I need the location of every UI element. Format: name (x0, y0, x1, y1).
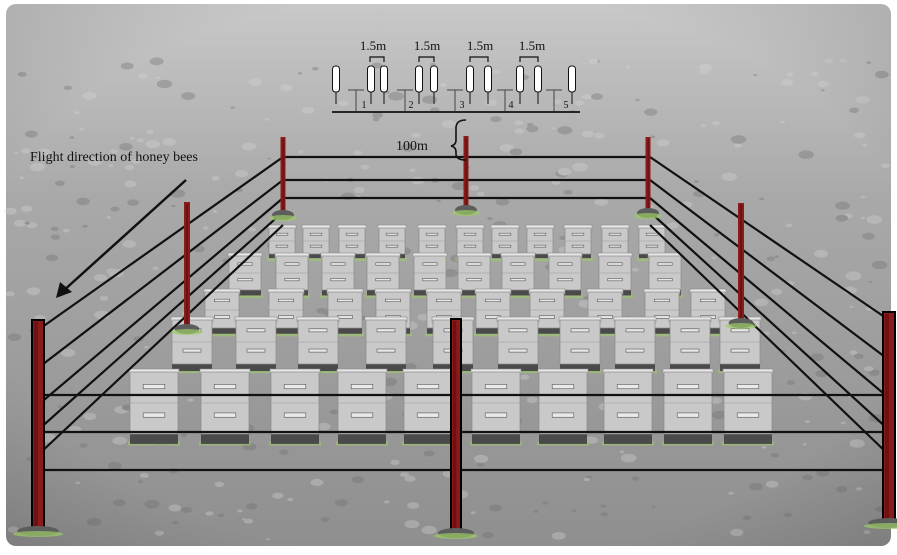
fence-wire-left (37, 156, 284, 331)
fence-post-icon (12, 319, 64, 537)
field-background (4, 4, 891, 546)
beehive-icon (234, 316, 278, 374)
fence-wire-right (649, 179, 890, 361)
trap-number-label: 3 (460, 100, 465, 111)
flight-direction-annotation: Flight direction of honey bees (30, 150, 198, 298)
trap-icon (568, 65, 576, 104)
beehive-icon (336, 368, 388, 446)
trap-icon (430, 65, 438, 104)
fence-wire-right (649, 224, 890, 456)
beehive-icon (455, 224, 485, 262)
fence-wire-right (649, 197, 890, 399)
beehive-icon (296, 316, 340, 374)
beehive-icon (474, 288, 512, 337)
beehive-icon (668, 316, 712, 374)
spacing-bracket (418, 56, 435, 62)
brace-icon (450, 119, 467, 161)
distance-annotation: 100m (396, 119, 467, 161)
beehive-icon (456, 252, 492, 299)
spacing-bracket (369, 56, 385, 62)
flight-direction-label: Flight direction of honey bees (30, 150, 198, 165)
trap-array: 1.5m 1.5m 1.5m 1.5m 1 2 3 4 5 (332, 38, 580, 113)
beehive-icon (199, 368, 251, 446)
trap-spacing-label: 1.5m (467, 38, 493, 53)
fence-wire-left (37, 224, 284, 456)
trap-icon (516, 65, 524, 104)
beehive-icon (402, 368, 454, 446)
trap-spacing-label: 1.5m (360, 38, 386, 53)
trap-spacing-label: 1.5m (519, 38, 545, 53)
fence-post-icon (452, 136, 480, 216)
arrow-icon (56, 179, 187, 298)
fence-wire-left (37, 179, 284, 369)
trap-icon (415, 65, 423, 104)
fence-wire-right (649, 211, 890, 431)
trap-number-label: 4 (509, 100, 514, 111)
beehive-icon (301, 224, 331, 262)
trap-spacing-label: 1.5m (414, 38, 440, 53)
trap-number-label: 5 (564, 100, 569, 111)
beehive-icon (722, 368, 774, 446)
fence-post-icon (863, 311, 897, 529)
distance-label: 100m (396, 139, 428, 154)
fence-posts (12, 136, 897, 539)
beehive-icon (470, 368, 522, 446)
hive-array (128, 224, 774, 446)
spacing-bracket (469, 56, 489, 62)
trap-icon (380, 65, 388, 104)
fence-wire-left (37, 197, 284, 406)
trap-icon (484, 65, 492, 104)
beehive-icon (269, 368, 321, 446)
fence-post-icon (725, 203, 757, 329)
fence-post-icon (634, 137, 662, 219)
fence-post-icon (171, 202, 203, 335)
trap-icon (466, 65, 474, 104)
beehive-icon (602, 368, 654, 446)
beehive-icon (563, 224, 593, 262)
trap-number-label: 2 (409, 100, 414, 111)
trap-icon (367, 65, 375, 104)
beehive-icon (662, 368, 714, 446)
beehive-icon (496, 316, 540, 374)
trap-icon (534, 65, 542, 104)
spacing-bracket (519, 56, 539, 62)
beehive-icon (558, 316, 602, 374)
trap-number-label: 1 (362, 100, 367, 111)
beehive-icon (203, 288, 241, 337)
beehive-icon (500, 252, 536, 299)
beehive-icon (525, 224, 555, 262)
fence-post-icon (434, 318, 478, 539)
beehive-icon (613, 316, 657, 374)
beehive-icon (128, 368, 180, 446)
fence-wire-right (649, 156, 890, 321)
trap-icon (332, 65, 340, 104)
beehive-icon (364, 316, 408, 374)
fence-wire-left (37, 211, 284, 431)
fence-post-icon (269, 137, 297, 221)
beehive-icon (537, 368, 589, 446)
beehive-icon (528, 288, 566, 337)
